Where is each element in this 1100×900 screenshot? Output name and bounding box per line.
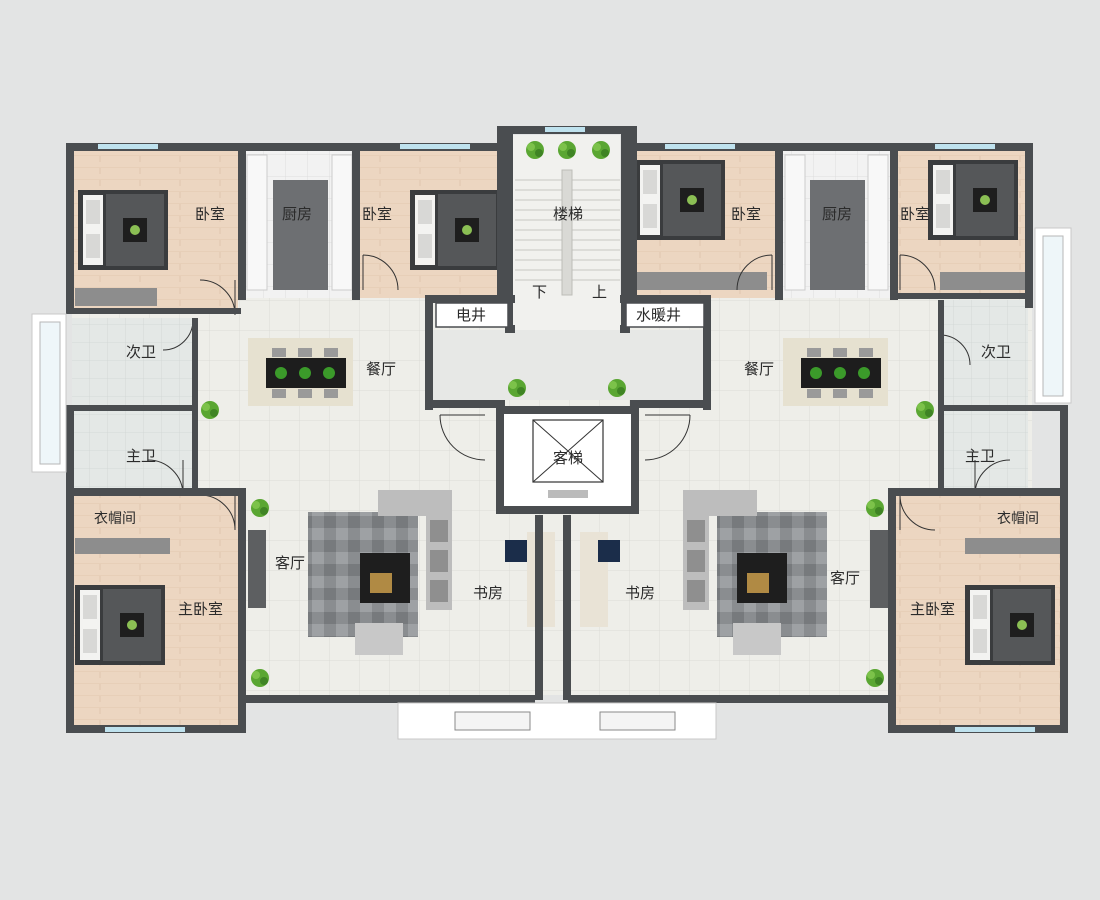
windows (98, 127, 1035, 732)
room-label-wardrobe-right: 衣帽间 (997, 511, 1039, 527)
room-label-master-bedroom-right: 主卧室 (910, 600, 955, 618)
electric-shaft-label: 电井 (456, 306, 486, 324)
room-label-dining-left: 餐厅 (366, 360, 396, 378)
core-labels: 楼梯 下 上 电井 水暖井 客梯 (456, 205, 681, 467)
room-label-bedroom-left-2: 卧室 (362, 205, 392, 223)
left-unit-labels: 卧室 厨房 卧室 次卫 主卫 餐厅 衣帽间 客厅 书房 主卧室 (94, 205, 503, 618)
room-label-bedroom-left-1: 卧室 (195, 205, 225, 223)
room-label-master-bedroom-left: 主卧室 (178, 600, 223, 618)
stair-down-label: 下 (532, 283, 547, 301)
room-label-living-right: 客厅 (830, 569, 860, 587)
room-label-stairs: 楼梯 (553, 205, 583, 223)
room-label-living-left: 客厅 (275, 554, 305, 572)
room-label-secondary-bath-right: 次卫 (981, 343, 1011, 361)
bay-window-left (31, 313, 67, 473)
room-label-kitchen-left: 厨房 (282, 205, 312, 223)
bay-window-right (1034, 227, 1072, 404)
room-label-dining-right: 餐厅 (744, 360, 774, 378)
room-label-master-bath-right: 主卫 (965, 447, 995, 465)
plumbing-shaft-label: 水暖井 (636, 306, 681, 324)
room-label-study-right: 书房 (625, 584, 655, 602)
room-label-bedroom-right-2: 卧室 (900, 205, 930, 223)
right-unit-labels: 卧室 厨房 卧室 次卫 主卫 餐厅 衣帽间 客厅 书房 主卧室 (625, 205, 1039, 618)
electric-shaft-box (435, 302, 509, 328)
room-label-wardrobe-left: 衣帽间 (94, 511, 136, 527)
furniture (75, 154, 1060, 665)
room-label-secondary-bath-left: 次卫 (126, 343, 156, 361)
plumbing-shaft-box (625, 302, 705, 328)
room-label-kitchen-right: 厨房 (822, 205, 852, 223)
room-label-master-bath-left: 主卫 (126, 447, 156, 465)
room-label-study-left: 书房 (473, 584, 503, 602)
elevator-label: 客梯 (553, 449, 583, 467)
stair-up-label: 上 (592, 283, 607, 301)
room-label-bedroom-right-1: 卧室 (731, 205, 761, 223)
balcony-bottom (397, 702, 717, 740)
